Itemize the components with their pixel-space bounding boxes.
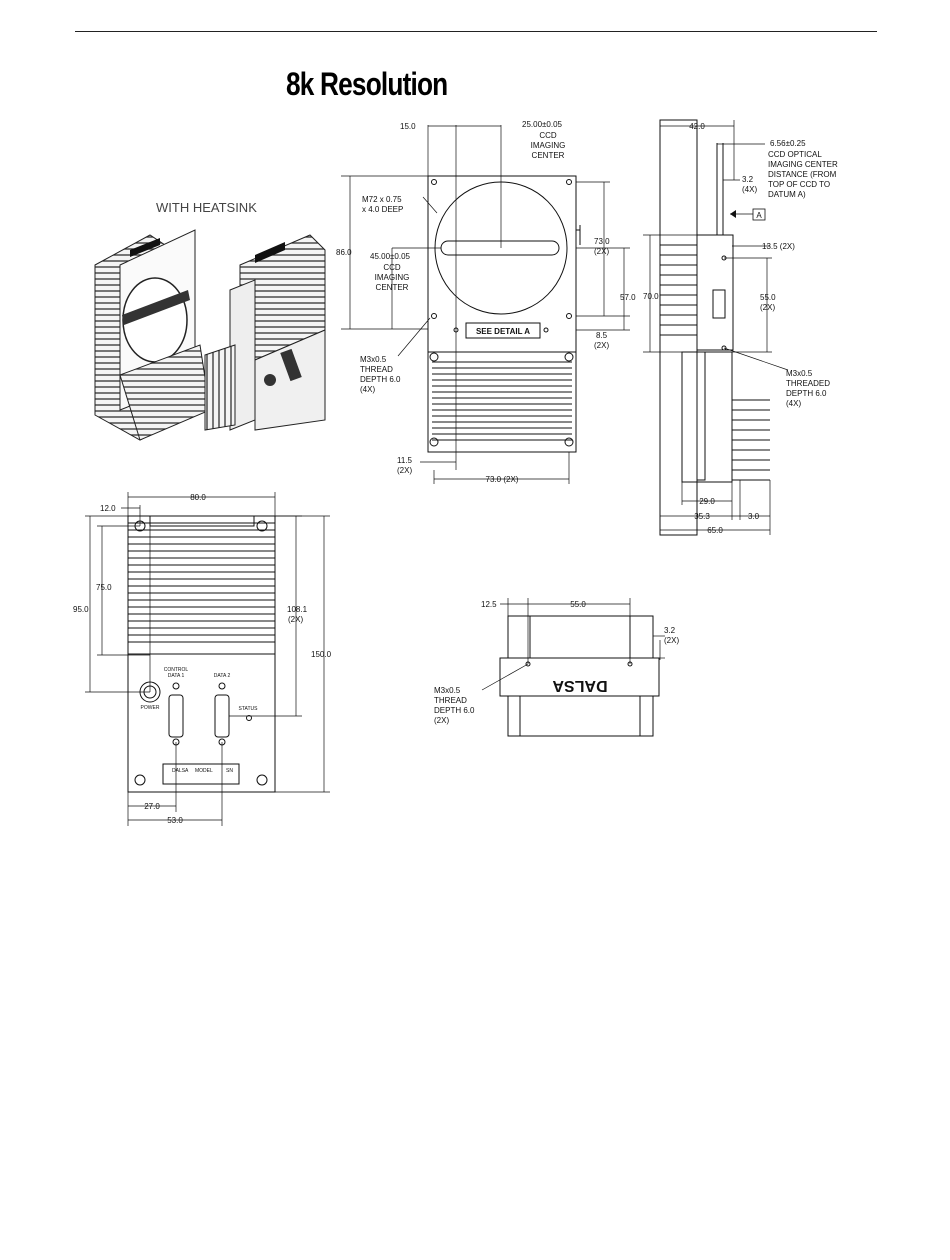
dim-ccd-center-v: 45.00±0.05 (370, 252, 411, 261)
svg-text:(4X): (4X) (360, 385, 375, 394)
dim-front-thread: M3x0.5 (360, 355, 387, 364)
bottom-view-dimension-lines (481, 598, 665, 691)
dim-mount: M72 x 0.75 (362, 195, 402, 204)
svg-text:THREAD: THREAD (360, 365, 393, 374)
svg-text:IMAGING CENTER: IMAGING CENTER (768, 160, 838, 169)
dim-ccd-center-h: 25.00±0.05 (522, 120, 563, 129)
svg-text:(2X): (2X) (760, 303, 775, 312)
dim-bottom-left: 11.5 (397, 456, 413, 465)
dim-back-left: 12.0 (100, 504, 116, 513)
plate-brand: DALSA (172, 768, 189, 774)
side-view-body (659, 119, 770, 536)
front-view-dimension-lines (341, 125, 630, 484)
svg-text:(2X): (2X) (594, 341, 609, 350)
dim-back-h150: 150.0 (311, 650, 332, 659)
dim-back-h95: 95.0 (73, 605, 89, 614)
detail-a-label: SEE DETAIL A (476, 327, 530, 336)
control-port-label: CONTROL (164, 667, 189, 673)
dim-back-width: 80.0 (190, 493, 206, 502)
back-view-body (127, 515, 276, 793)
dim-bottom-span: 73.0 (2X) (486, 475, 519, 484)
side-view-labels: 42.0 6.56±0.25 CCD OPTICAL IMAGING CENTE… (643, 122, 838, 535)
page-title: 8k Resolution (286, 66, 448, 102)
plate-sn: SN (226, 768, 233, 774)
dim-hole-span-v: 73.0 (594, 237, 610, 246)
svg-text:DEPTH 6.0: DEPTH 6.0 (786, 389, 827, 398)
camera-photo-rear (204, 234, 326, 431)
svg-text:CCD: CCD (383, 263, 401, 272)
dim-back-h108: 108.1 (287, 605, 308, 614)
svg-text:DATA 1: DATA 1 (168, 673, 185, 679)
dim-back-h75: 75.0 (96, 583, 112, 592)
dim-side-span: 55.0 (760, 293, 776, 302)
bottom-view-labels: 12.5 55.0 3.2 (2X) M3x0.5 THREAD DEPTH 6… (434, 600, 679, 725)
dim-side-offset: 13.5 (2X) (762, 242, 795, 251)
heatsink-caption: WITH HEATSINK (156, 200, 257, 215)
svg-text:(2X): (2X) (288, 615, 303, 624)
dim-front-height: 86.0 (336, 248, 352, 257)
dim-side-w1: 29.0 (699, 497, 715, 506)
svg-text:x 4.0 DEEP: x 4.0 DEEP (362, 205, 403, 214)
svg-text:TOP OF CCD TO: TOP OF CCD TO (768, 180, 830, 189)
dim-small-top: 3.2 (742, 175, 754, 184)
svg-text:(2X): (2X) (397, 466, 412, 475)
svg-text:DISTANCE (FROM: DISTANCE (FROM (768, 170, 837, 179)
dim-side-w2: 35.3 (694, 512, 710, 521)
datum-marker: A (730, 208, 766, 221)
dim-ccd-distance: 6.56±0.25 (770, 139, 806, 148)
svg-text:CENTER: CENTER (532, 151, 565, 160)
svg-text:(4X): (4X) (786, 399, 801, 408)
svg-text:(2X): (2X) (594, 247, 609, 256)
dim-back-b53: 53.0 (167, 816, 183, 825)
svg-text:IMAGING: IMAGING (375, 273, 410, 282)
svg-text:(2X): (2X) (664, 636, 679, 645)
svg-text:CCD: CCD (539, 131, 557, 140)
svg-text:THREAD: THREAD (434, 696, 467, 705)
dim-body-v: 57.0 (620, 293, 636, 302)
datum-label: A (756, 211, 762, 220)
plate-model: MODEL (195, 768, 213, 774)
dim-bottom-view-left: 12.5 (481, 600, 497, 609)
svg-text:CCD OPTICAL: CCD OPTICAL (768, 150, 822, 159)
front-view-body (427, 175, 581, 453)
svg-text:(2X): (2X) (434, 716, 449, 725)
dim-side-height: 70.0 (643, 292, 659, 301)
dim-bottom-view-thread: M3x0.5 (434, 686, 461, 695)
dalsa-logo: DALSA (552, 677, 608, 694)
svg-text:IMAGING: IMAGING (531, 141, 566, 150)
back-view-labels: 80.0 12.0 75.0 95.0 108.1 (2X) 150.0 27.… (73, 493, 332, 825)
svg-text:DATUM A): DATUM A) (768, 190, 806, 199)
svg-text:DEPTH 6.0: DEPTH 6.0 (360, 375, 401, 384)
dim-side-w3: 3.0 (748, 512, 760, 521)
bottom-view-body (499, 615, 660, 737)
svg-text:CENTER: CENTER (376, 283, 409, 292)
dim-front-left: 15.0 (400, 122, 416, 131)
header-rule (75, 31, 877, 32)
dim-side-thread: M3x0.5 (786, 369, 813, 378)
front-view-labels: 15.0 25.00±0.05 CCD IMAGING CENTER M72 x… (336, 120, 636, 484)
dim-small-v: 8.5 (596, 331, 608, 340)
side-view-dimension-lines (643, 120, 789, 535)
data2-port-label: DATA 2 (214, 673, 231, 679)
svg-text:DEPTH 6.0: DEPTH 6.0 (434, 706, 475, 715)
back-view-dimension-lines (85, 492, 330, 826)
dim-side-w4: 65.0 (707, 526, 723, 535)
svg-text:THREADED: THREADED (786, 379, 830, 388)
dim-bottom-view-right: 3.2 (664, 626, 676, 635)
status-led-label: STATUS (239, 706, 259, 712)
camera-photo-front (94, 229, 211, 441)
dim-side-top: 42.0 (689, 122, 705, 131)
dim-bottom-view-span: 55.0 (570, 600, 586, 609)
power-port-label: POWER (141, 705, 160, 711)
dim-back-b27: 27.0 (144, 802, 160, 811)
svg-text:(4X): (4X) (742, 185, 757, 194)
